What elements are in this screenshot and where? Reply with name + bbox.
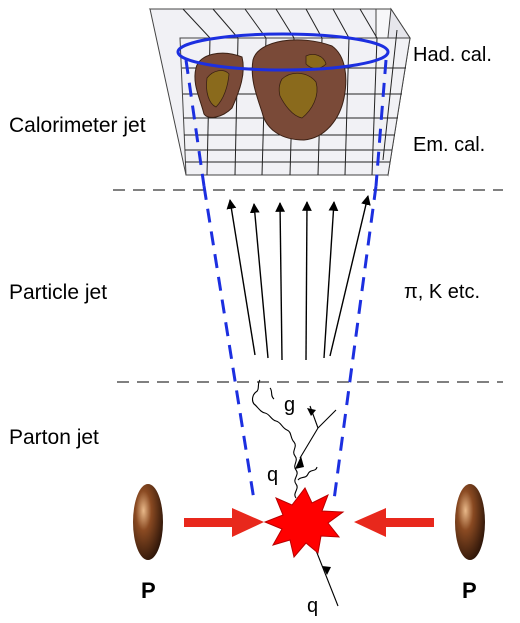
quark-lower-label: q [307,595,318,617]
jet-cone [184,59,388,501]
particle-jet-label: Particle jet [9,281,107,304]
quark-branch-arrow [307,408,316,416]
em-cal-label: Em. cal. [413,134,485,156]
proton-right [455,484,485,560]
proton-left-label: P [141,578,156,603]
proton-left [133,484,163,560]
beam-arrow-right [354,508,434,537]
quark-upper-label: q [267,464,278,486]
energy-deposit-right [251,39,347,141]
collision-star [263,487,345,559]
had-cal-label: Had. cal. [413,44,492,66]
parton-shower [251,379,339,607]
calorimeter-jet-label: Calorimeter jet [9,114,146,137]
quark-lower-arrow [322,566,331,575]
calorimeter-jet-cone [176,32,390,72]
gluon-label: g [284,394,295,416]
energy-deposit-left [194,52,244,118]
particles-label: π, K etc. [404,281,480,303]
beam-arrow-left [184,508,264,537]
quark-upper-arrow [295,456,304,469]
parton-jet-label: Parton jet [9,426,99,449]
particle-tracks [226,195,371,361]
proton-right-label: P [462,578,477,603]
